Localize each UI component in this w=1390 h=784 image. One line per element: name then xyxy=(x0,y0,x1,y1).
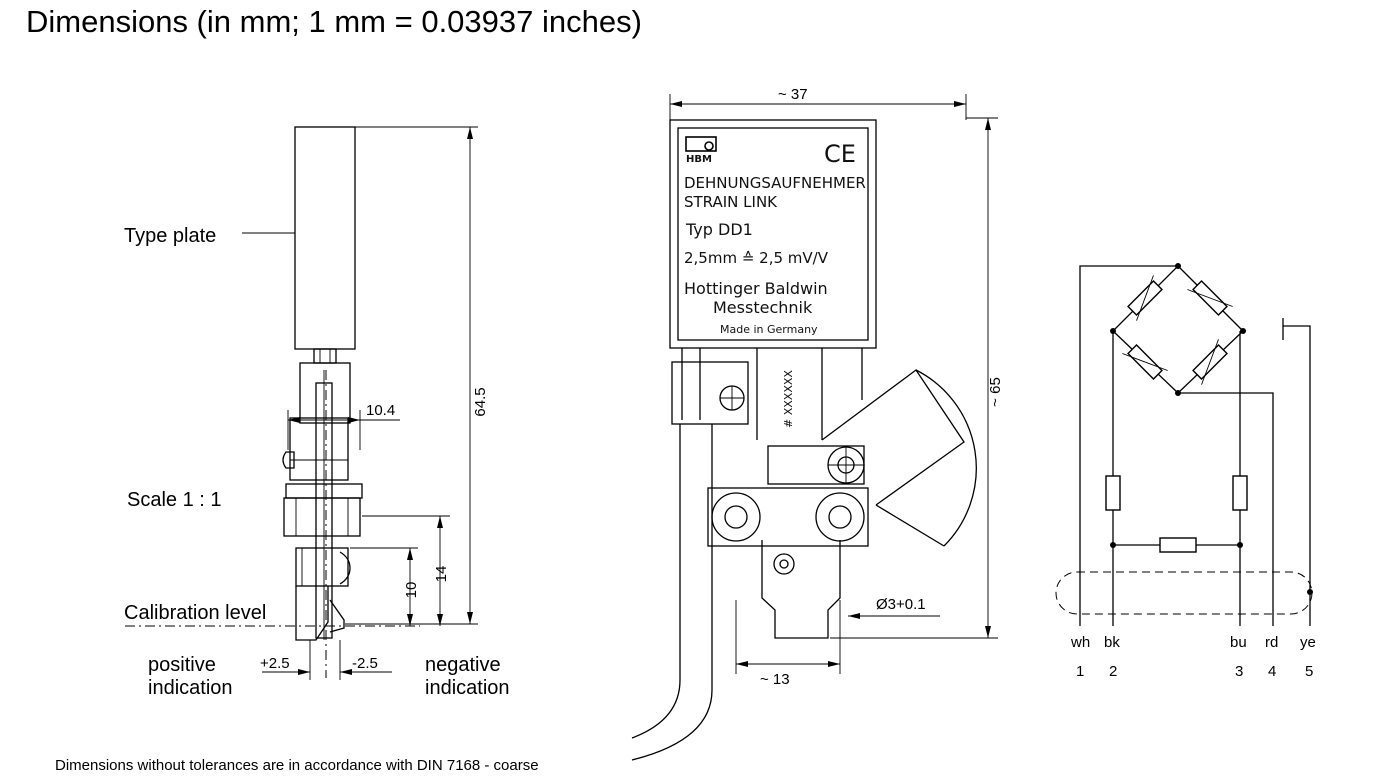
dim-height-64-5: 64.5 xyxy=(472,387,489,416)
dim-width-10-4: 10.4 xyxy=(366,402,395,419)
wire-color-bu: bu xyxy=(1230,634,1247,651)
dim-width-37: ~ 37 xyxy=(778,86,808,103)
plate-line-1: DEHNUNGSAUFNEHMER xyxy=(684,174,866,192)
dim-14: 14 xyxy=(433,566,450,583)
pin-number-2: 2 xyxy=(1109,663,1117,680)
pin-number-5: 5 xyxy=(1305,663,1313,680)
wire-color-rd: rd xyxy=(1265,634,1278,651)
type-plate xyxy=(677,127,869,341)
positive-indication-label: indication xyxy=(148,677,233,699)
pin-number-3: 3 xyxy=(1235,663,1243,680)
pin-number-1: 1 xyxy=(1076,663,1084,680)
plate-line-3: Typ DD1 xyxy=(685,220,753,239)
dim-plus-2-5: +2.5 xyxy=(260,655,290,672)
serial-number: # XXXXXX xyxy=(782,370,795,428)
wire-color-wh: wh xyxy=(1070,634,1090,651)
calibration-level-label: Calibration level xyxy=(124,602,266,624)
dim-10: 10 xyxy=(403,582,420,599)
side-view: 64.5 10.4 14 10 +2.5 -2.5 Type plate Sca… xyxy=(124,126,510,699)
type-plate-outline xyxy=(294,126,356,350)
tolerance-note: Dimensions without tolerances are in acc… xyxy=(55,757,539,774)
positive-label: positive xyxy=(148,654,216,676)
type-plate-label: Type plate xyxy=(124,225,216,247)
housing-outline xyxy=(669,119,877,349)
plate-line-7: Made in Germany xyxy=(720,323,818,336)
dim-height-65: ~ 65 xyxy=(987,377,1004,407)
ce-mark: CE xyxy=(824,140,856,168)
front-view: HBM CE DEHNUNGSAUFNEHMER STRAIN LINK Typ… xyxy=(631,86,1004,761)
scale-label: Scale 1 : 1 xyxy=(127,489,222,511)
pin-number-4: 4 xyxy=(1268,663,1276,680)
dim-hole-diameter: Ø3+0.1 xyxy=(876,596,926,613)
plate-line-6: Messtechnik xyxy=(713,298,813,317)
dim-minus-2-5: -2.5 xyxy=(352,655,378,672)
bridge-circuit: wh bk bu rd ye 1 2 3 4 5 xyxy=(1055,263,1316,680)
negative-label: negative xyxy=(425,654,501,676)
hbm-logo: HBM xyxy=(685,136,717,165)
wire-color-ye: ye xyxy=(1300,634,1316,651)
svg-text:HBM: HBM xyxy=(686,154,712,165)
plate-line-2: STRAIN LINK xyxy=(684,193,778,211)
page-title: Dimensions (in mm; 1 mm = 0.03937 inches… xyxy=(26,4,642,39)
plate-line-5: Hottinger Baldwin xyxy=(684,279,828,298)
plate-line-4: 2,5mm ≙ 2,5 mV/V xyxy=(684,249,829,267)
negative-indication-label: indication xyxy=(425,677,510,699)
dim-bottom-13: ~ 13 xyxy=(760,671,790,688)
wire-color-bk: bk xyxy=(1104,634,1120,651)
